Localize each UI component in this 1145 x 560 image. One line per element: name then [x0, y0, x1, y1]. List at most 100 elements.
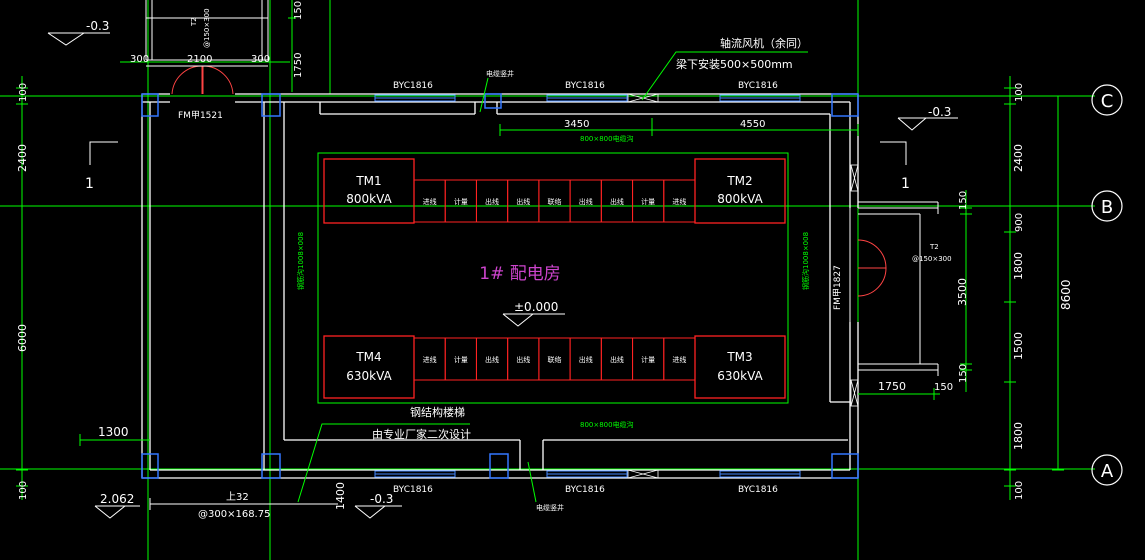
elevation-mark: ±0.000 — [502, 300, 565, 327]
building-walls — [141, 93, 859, 479]
switchgear-cabinet-label: 出线 — [516, 197, 530, 206]
axis-label-c: C — [1101, 91, 1114, 112]
transformer-tm2: TM2 800kVA — [694, 158, 786, 224]
switchgear-cabinet-label: 进线 — [423, 197, 437, 206]
north-door — [171, 65, 234, 95]
east-dim-150-top: 150 — [958, 191, 969, 210]
right-dim-100-top: 100 — [1014, 83, 1025, 102]
switchgear-cabinet-label: 联络 — [548, 197, 562, 206]
section-label-right: 1 — [901, 176, 910, 192]
north-dim-lines — [120, 0, 296, 92]
axis-bubble-c: C — [1091, 84, 1123, 116]
switchgear-cabinet-label: 出线 — [579, 197, 593, 206]
structural-columns — [141, 93, 859, 479]
cable-shaft-top-leader — [479, 77, 489, 113]
axis-bubble-b: B — [1091, 190, 1123, 222]
svg-text:±0.000: ±0.000 — [514, 300, 558, 314]
right-dim-2400: 2400 — [1012, 144, 1025, 172]
level-mark-top-left: -0.3 — [47, 19, 110, 46]
top-dim-lines — [499, 118, 859, 136]
north-stair-label: T2 — [190, 17, 198, 27]
transformer-tm4: TM4 630kVA — [323, 335, 415, 399]
steel-stair-title: 钢结构楼梯 — [410, 405, 465, 419]
left-dim-lines — [16, 76, 28, 500]
window-label-top-2: BYC1816 — [565, 81, 605, 91]
switchgear-cabinet-label: 出线 — [485, 355, 499, 364]
east-door — [857, 239, 887, 297]
window-label-bottom-3: BYC1816 — [738, 485, 778, 495]
axis-bubble-a: A — [1091, 454, 1123, 486]
top-dim-3450: 3450 — [564, 119, 589, 130]
north-stair-note: @150×300 — [203, 8, 211, 48]
switchgear-cabinet-label: 进线 — [672, 197, 686, 206]
east-dim-150-bottom: 150 — [958, 364, 969, 383]
left-dim-100-top: 100 — [18, 83, 29, 102]
left-dim-6000: 6000 — [16, 324, 29, 352]
cable-shaft-bottom-leader — [527, 461, 537, 503]
north-dim-1750: 1750 — [293, 53, 304, 78]
steel-stair-note: 由专业厂家二次设计 — [372, 427, 471, 441]
east-dim-lines — [858, 190, 972, 400]
north-door-tag: FM甲1521 — [178, 110, 223, 121]
right-dim-1800-b: 1800 — [1012, 422, 1025, 450]
switchgear-cabinet-label: 进线 — [672, 355, 686, 364]
steel-stair-leader — [297, 423, 470, 503]
level-mark-bottom: -0.3 — [354, 492, 402, 519]
axis-label-b: B — [1101, 197, 1113, 218]
window-label-top-3: BYC1816 — [738, 81, 778, 91]
bottom-dim-1400: 1400 — [334, 482, 347, 510]
svg-text:-0.3: -0.3 — [928, 105, 951, 119]
svg-text:630kVA: 630kVA — [717, 369, 763, 383]
fan-title: 轴流风机（余同） — [720, 36, 808, 50]
switchgear-cabinet — [663, 337, 696, 381]
svg-text:-0.3: -0.3 — [86, 19, 109, 33]
svg-text:TM1: TM1 — [355, 174, 381, 188]
svg-text:2.062: 2.062 — [100, 492, 134, 506]
left-dim-100-bottom: 100 — [18, 481, 29, 500]
cable-trench — [317, 152, 789, 404]
west-dim — [79, 434, 150, 446]
switchgear-cabinet-label: 联络 — [548, 355, 562, 364]
north-dim-150: 150 — [293, 1, 304, 20]
trench-bottom-label: 800×800电缆沟 — [580, 420, 634, 429]
svg-text:800kVA: 800kVA — [717, 192, 763, 206]
level-mark-right: -0.3 — [897, 105, 958, 131]
bottom-stair-line — [149, 498, 338, 510]
right-dim-900: 900 — [1014, 213, 1025, 232]
switchgear-cabinet-label: 计量 — [641, 197, 655, 206]
right-dim-total: 8600 — [1059, 279, 1073, 310]
svg-text:-0.3: -0.3 — [370, 492, 393, 506]
switchgear-cabinet-label: 计量 — [454, 355, 468, 364]
cable-shaft-top: 电缆竖井 — [486, 69, 514, 78]
switchgear-cabinet-label: 出线 — [610, 197, 624, 206]
fan-leader — [641, 51, 808, 101]
section-mark-right — [880, 141, 907, 165]
north-stair-walls — [145, 0, 269, 67]
trench-right-label: 钢筋沟1008×008 — [801, 232, 810, 290]
right-dim-1500: 1500 — [1012, 332, 1025, 360]
left-dim-2400: 2400 — [16, 144, 29, 172]
windows — [374, 94, 801, 478]
trench-left-label: 钢筋沟1008×008 — [296, 232, 305, 290]
east-door-tag: FM甲1827 — [832, 265, 843, 310]
room-label: 1# 配电房 — [479, 264, 560, 284]
east-dim-1750: 1750 — [878, 380, 906, 393]
right-dim-lines — [1004, 76, 1064, 500]
cable-shaft-bottom: 电缆竖井 — [536, 503, 564, 512]
window-label-bottom-1: BYC1816 — [393, 485, 433, 495]
door-side-right: 300 — [251, 54, 270, 65]
section-label-left: 1 — [85, 176, 94, 192]
wall-fans — [627, 93, 859, 479]
svg-text:630kVA: 630kVA — [346, 369, 392, 383]
cabinet-row-bottom: 进线计量出线出线联络出线出线计量进线 — [413, 337, 696, 381]
west-dim-1300: 1300 — [98, 425, 129, 439]
switchgear-cabinet — [663, 179, 696, 223]
fan-note: 梁下安装500×500mm — [676, 57, 793, 71]
transformer-tm3: TM3 630kVA — [694, 335, 786, 399]
east-stair-walls — [849, 201, 939, 376]
level-mark-bottom-left: 2.062 — [94, 492, 140, 519]
right-dim-1800-a: 1800 — [1012, 252, 1025, 280]
svg-text:TM2: TM2 — [726, 174, 752, 188]
right-dim-100-bottom: 100 — [1014, 481, 1025, 500]
